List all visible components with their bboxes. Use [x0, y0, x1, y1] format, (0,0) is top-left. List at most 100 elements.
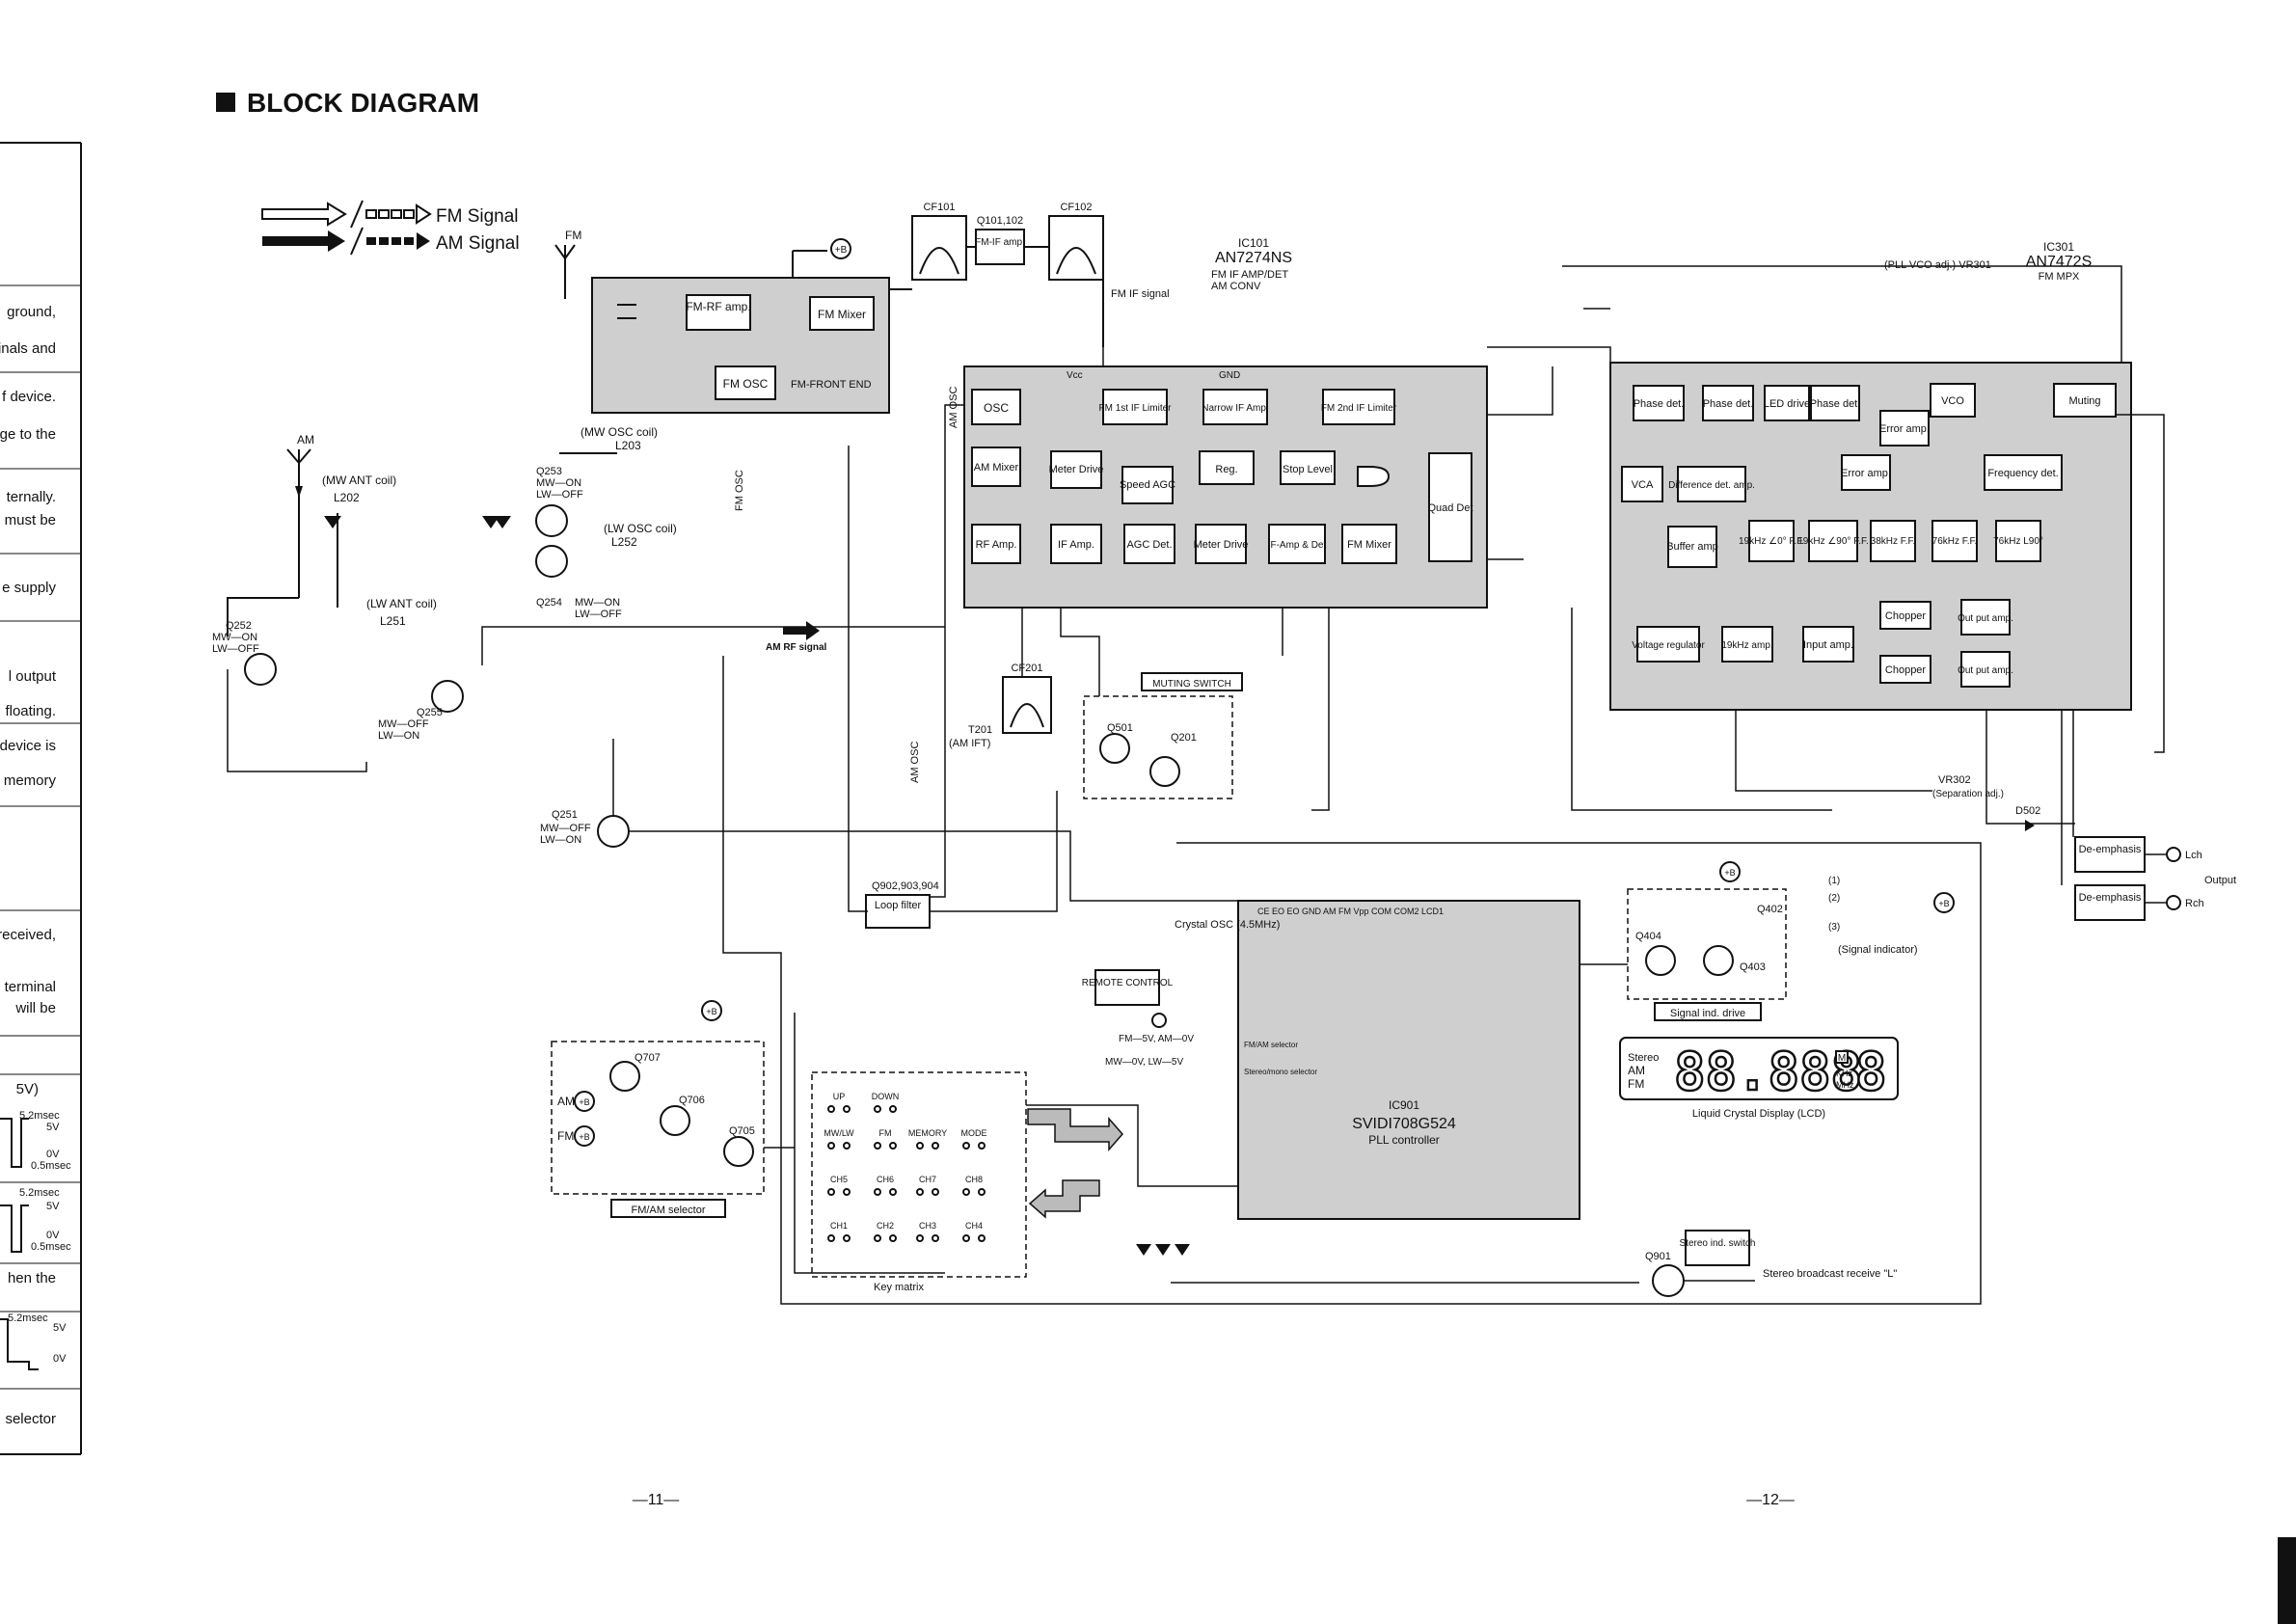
svg-text:(Signal indicator): (Signal indicator): [1838, 944, 1918, 956]
fm-mixer-label: FM Mixer: [818, 308, 866, 321]
svg-text:Crystal OSC (4.5MHz): Crystal OSC (4.5MHz): [1175, 919, 1280, 931]
lcd-display: Stereo AM FM 88.888 M KHz MHz 8 Liquid C…: [1619, 1037, 1899, 1120]
am-arrow-icon: [262, 230, 345, 252]
fm-am-selector: FM/AM selector AM +B FM +B Q707 Q706 Q70…: [551, 1000, 765, 1218]
svg-text:Input amp.: Input amp.: [1803, 639, 1853, 651]
svg-text:IC301: IC301: [2043, 240, 2074, 254]
margin-text: ge to the: [0, 426, 56, 443]
svg-text:Quad Det: Quad Det: [1427, 502, 1472, 514]
svg-text:Q252: Q252: [226, 620, 252, 632]
svg-text:Signal ind. drive: Signal ind. drive: [1670, 1008, 1745, 1019]
svg-text:IC901: IC901: [1389, 1098, 1419, 1112]
svg-text:Phase det.: Phase det.: [1703, 398, 1754, 410]
svg-text:IF Amp.: IF Amp.: [1058, 539, 1094, 551]
key-label: MEMORY: [908, 1128, 947, 1138]
edge-bar: [2278, 1537, 2296, 1624]
wave-label: 5V: [46, 1122, 60, 1133]
svg-text:Stereo: Stereo: [1628, 1052, 1659, 1064]
svg-text:MUTING SWITCH: MUTING SWITCH: [1152, 679, 1231, 690]
key-switch-icon: [889, 1188, 897, 1196]
svg-text:IF-Amp & Det: IF-Amp & Det: [1268, 540, 1327, 551]
svg-text:LW—ON: LW—ON: [540, 834, 581, 846]
svg-text:Q902,903,904: Q902,903,904: [872, 880, 939, 892]
svg-text:+B: +B: [1938, 899, 1949, 908]
svg-text:VR302: VR302: [1938, 774, 1971, 786]
page-title: BLOCK DIAGRAM: [247, 88, 479, 118]
svg-text:AM CONV: AM CONV: [1211, 281, 1261, 292]
key-switch-icon: [978, 1188, 986, 1196]
q706-transistor-icon: [660, 1105, 690, 1136]
svg-text:AM Mixer: AM Mixer: [974, 462, 1019, 474]
remote-jack-icon: [1151, 1013, 1167, 1028]
svg-text:Liquid Crystal Display (LCD): Liquid Crystal Display (LCD): [1692, 1108, 1825, 1120]
svg-text:Reg.: Reg.: [1215, 464, 1237, 475]
margin-text: memory: [4, 772, 57, 789]
q253-transistor-icon: [535, 504, 568, 537]
wave-label: 5.2msec: [19, 1187, 60, 1199]
key-switch-icon: [843, 1234, 851, 1242]
svg-text:FM-IF amp.: FM-IF amp.: [975, 237, 1025, 248]
key-switch-icon: [978, 1234, 986, 1242]
svg-text:Chopper: Chopper: [1885, 610, 1927, 622]
ic101-ref: IC101: [1238, 236, 1269, 250]
svg-text:Q706: Q706: [679, 1095, 705, 1106]
margin-text: l output: [9, 668, 57, 685]
margin-text: device is: [0, 738, 56, 754]
bus-arrow-icon: [1028, 1179, 1100, 1219]
q255-transistor-icon: [431, 680, 464, 713]
svg-text:PLL controller: PLL controller: [1368, 1133, 1440, 1147]
svg-text:L252: L252: [611, 535, 637, 549]
svg-text:Q404: Q404: [1635, 931, 1661, 942]
svg-text:(1): (1): [1828, 876, 1840, 886]
ic901: IC901 SVIDI708G524 PLL controller CE EO …: [1082, 900, 1897, 1297]
lcd-digits: 88.888: [1674, 1042, 1862, 1102]
fm-front-end: FM FM-RF amp. FM Mixer FM OSC FM-FRONT E…: [554, 229, 890, 414]
svg-text:Phase det.: Phase det.: [1634, 398, 1685, 410]
svg-text:(2): (2): [1828, 893, 1840, 904]
svg-text:CF101: CF101: [923, 202, 955, 213]
svg-text:Stereo/mono selector: Stereo/mono selector: [1244, 1068, 1317, 1076]
svg-text:De-emphasis: De-emphasis: [2079, 892, 2142, 904]
key-label: CH8: [965, 1175, 983, 1184]
fm-rf-amp-block: [686, 294, 751, 331]
am-if-filter: CF201 T201 (AM IFT): [949, 663, 1052, 749]
svg-text:+B: +B: [706, 1007, 716, 1016]
key-label: CH2: [877, 1221, 894, 1231]
svg-text:De-emphasis: De-emphasis: [2079, 844, 2142, 855]
margin-text: must be: [5, 512, 56, 528]
svg-text:Meter Drive: Meter Drive: [1194, 539, 1249, 551]
svg-text:FM OSC: FM OSC: [734, 470, 745, 511]
svg-text:Speed AGC: Speed AGC: [1120, 479, 1175, 491]
svg-text:MHz: MHz: [1836, 1080, 1854, 1090]
if-filters: CF101 FM-IF amp. Q101,102 CF102 FM IF si…: [889, 202, 1170, 347]
svg-text:D502: D502: [2015, 805, 2040, 817]
key-switch-icon: [827, 1234, 835, 1242]
key-switch-icon: [843, 1188, 851, 1196]
svg-text:Out put amp.: Out put amp.: [1958, 613, 2013, 624]
key-switch-icon: [843, 1142, 851, 1150]
svg-text:Difference det. amp.: Difference det. amp.: [1668, 480, 1755, 491]
left-margin-table: ground, inals and f device. ge to the te…: [0, 142, 82, 1455]
svg-text:19kHz amp.: 19kHz amp.: [1721, 640, 1772, 651]
svg-text:Q402: Q402: [1757, 904, 1783, 915]
margin-text: received,: [0, 927, 56, 943]
key-label: CH1: [830, 1221, 848, 1231]
signal-legend: FM Signal AM Signal: [261, 200, 520, 256]
wave-label: 5V: [46, 1201, 60, 1212]
svg-text:CF201: CF201: [1011, 663, 1042, 674]
svg-text:AN7472S: AN7472S: [2026, 254, 2093, 270]
ic901-part: SVIDI708G524: [1352, 1116, 1456, 1132]
plus-b-label: +B: [835, 245, 848, 256]
svg-text:Q255: Q255: [417, 707, 443, 718]
svg-text:MW—ON: MW—ON: [536, 477, 581, 489]
wave-label: 0.5msec: [31, 1160, 71, 1172]
svg-text:Vcc: Vcc: [1067, 370, 1083, 381]
wave-label: 0V: [46, 1230, 60, 1241]
svg-text:Q201: Q201: [1171, 732, 1197, 744]
key-label: CH7: [919, 1175, 936, 1184]
svg-text:FM: FM: [1628, 1077, 1644, 1091]
svg-text:38kHz F.F.: 38kHz F.F.: [1871, 536, 1916, 547]
key-switch-icon: [962, 1188, 970, 1196]
wave-label: 5V: [53, 1322, 67, 1334]
svg-text:FM 2nd IF Limiter: FM 2nd IF Limiter: [1321, 403, 1397, 414]
